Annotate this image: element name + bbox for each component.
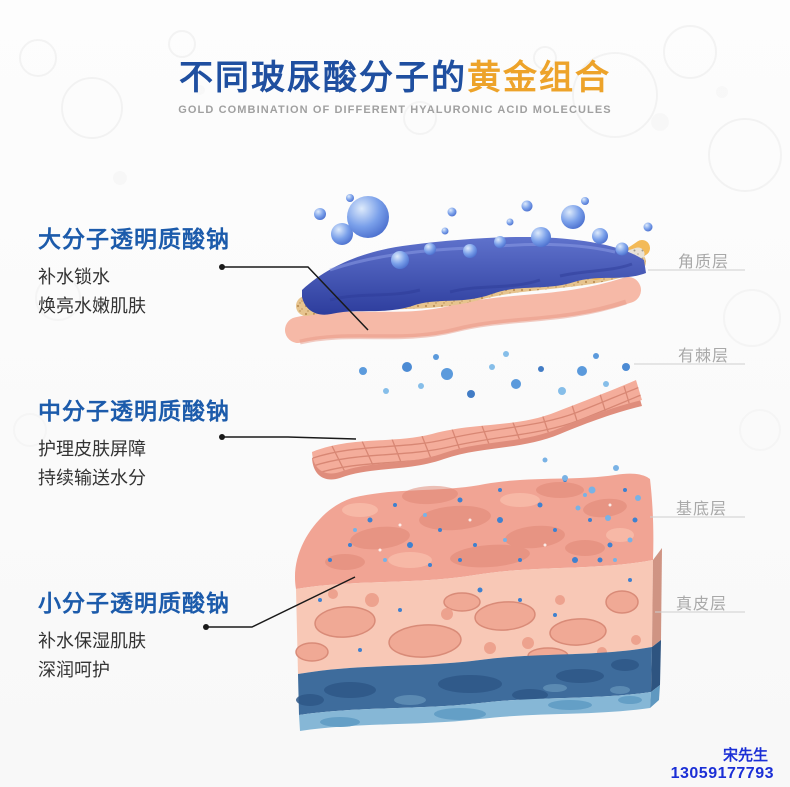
molecule-desc: 焕亮水嫩肌肤 [38,296,146,316]
basal-blue-dots [328,478,638,567]
annotation-large-molecule: 大分子透明质酸钠 补水锁水 焕亮水嫩肌肤 [38,220,230,321]
background-bubbles [13,25,782,451]
layer-label-spinous: 有棘层 [678,348,730,365]
contact-info: 宋先生 13059177793 [671,744,774,783]
layer-label-basal: 基底层 [676,501,728,518]
layer-label-stratum-corneum: 角质层 [678,254,730,271]
page-subtitle: GOLD COMBINATION OF DIFFERENT HYALURONIC… [178,104,612,116]
leader-small-molecule [206,576,356,628]
stratum-corneum-stack [285,194,653,345]
molecule-desc: 护理皮肤屏障 [38,439,146,459]
page-title: 不同玻尿酸分子的黄金组合 [0,50,790,99]
dermis-block [294,457,662,731]
left-leader-lines [203,264,369,630]
leader-large-molecule [222,266,369,331]
molecule-title: 大分子透明质酸钠 [38,226,230,252]
water-droplets-upper [359,351,630,398]
contact-name: 宋先生 [722,747,768,764]
title-highlight: 黄金组合 [467,59,611,97]
contact-phone: 13059177793 [670,765,774,782]
annotation-medium-molecule: 中分子透明质酸钠 护理皮肤屏障 持续输送水分 [38,392,230,493]
molecule-desc: 持续输送水分 [38,468,146,488]
right-connector-lines [634,269,745,613]
molecule-title: 小分子透明质酸钠 [38,590,230,616]
annotation-small-molecule: 小分子透明质酸钠 补水保湿肌肤 深润呵护 [38,584,230,685]
layer-label-dermis: 真皮层 [676,596,728,613]
title-prefix: 不同玻尿酸分子的 [179,59,467,97]
molecule-desc: 补水保湿肌肤 [38,631,146,651]
molecule-desc: 深润呵护 [38,660,110,680]
molecule-title: 中分子透明质酸钠 [38,398,230,424]
spinous-mesh-layer [312,380,642,480]
molecule-desc: 补水锁水 [38,267,110,287]
leader-medium-molecule [222,436,357,440]
molecule-spheres [314,194,653,269]
